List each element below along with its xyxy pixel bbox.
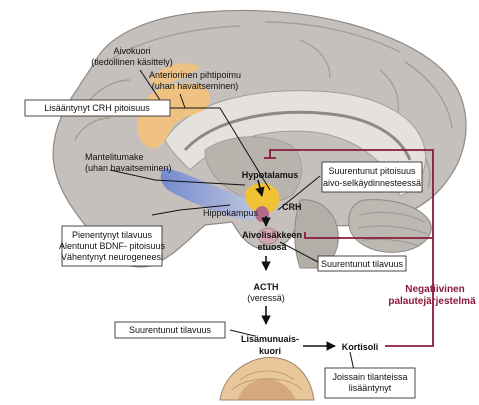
label-boxes	[24, 99, 423, 399]
csf-box	[321, 161, 423, 193]
cingulate-label: Anteriorinen pihtipoimu	[149, 70, 241, 80]
pituitary-label-sub: etuosa	[257, 242, 287, 252]
hippocampus-label: Hippokampus	[203, 208, 259, 218]
crh-increase-label: Lisääntynyt CRH pitoisuus	[44, 103, 150, 113]
hippocampus-note-1: Pienentynyt tilavuus	[72, 230, 153, 240]
cortex-label: Aivokuori	[113, 46, 150, 56]
cortisol-label: Kortisoli	[342, 342, 379, 352]
pituitary-structure	[257, 227, 279, 245]
amygdala-label: Mantelitumake	[85, 152, 144, 162]
cortisol-note-2: lisääntynyt	[349, 383, 392, 393]
cortisol-note-1: Joissain tilanteissa	[332, 372, 407, 382]
cortex-label-sub: (tiedollinen käsittely)	[91, 57, 173, 67]
thalamus	[204, 136, 302, 204]
anterior-cingulate-upper	[150, 63, 200, 87]
pituitary-label: Aivolisäkkeen	[242, 230, 302, 240]
ventricle-band	[183, 110, 412, 161]
hpa-arrows	[255, 179, 336, 351]
feedback-label-sub: palautejärjestelmä	[388, 296, 476, 307]
acth-label: ACTH	[254, 282, 279, 292]
hypothalamus-label: Hypotalamus	[242, 170, 299, 180]
feedback-label: Negatiivinen	[405, 284, 464, 295]
csf-label: Suurentunut pitoisuus	[328, 166, 416, 176]
texts: Aivokuori (tiedollinen käsittely) Anteri…	[44, 46, 476, 393]
hypothalamus-structure	[245, 183, 280, 214]
negative-feedback-lines	[264, 149, 434, 347]
acth-sub-label: (veressä)	[247, 293, 285, 303]
hippocampus-note-2: Alentunut BDNF- pitoisuus	[59, 241, 166, 251]
cerebellum-folds	[357, 211, 429, 247]
pituitary-volume-box	[317, 255, 407, 272]
csf-label-sub: aivo-selkäydinnesteessä	[323, 178, 421, 188]
adrenal-texture	[231, 370, 303, 391]
adrenal-volume-box	[114, 321, 226, 339]
hippocampus-note-3: Vähentynyt neurogeneesi	[61, 252, 163, 262]
cingulate-label-sub: (uhan havaitseminen)	[152, 81, 239, 91]
adrenal-volume-label: Suurentunut tilavuus	[129, 325, 212, 335]
hippocampus-structure	[160, 168, 262, 221]
crh-label: CRH	[282, 202, 302, 212]
adrenal-inner	[238, 378, 296, 400]
pointer-lines	[109, 69, 356, 376]
pituitary-volume-label: Suurentunut tilavuus	[321, 259, 404, 269]
amygdala-label-sub: (uhan havaitseminen)	[85, 163, 172, 173]
hippocampus-note-box	[61, 225, 163, 267]
adrenal-label-sub: kuori	[259, 346, 281, 356]
cortisol-note-box	[324, 367, 416, 399]
crh-increase-box	[24, 99, 171, 117]
adrenal-label: Lisämunuais-	[241, 334, 299, 344]
gyri-lines	[74, 21, 453, 189]
